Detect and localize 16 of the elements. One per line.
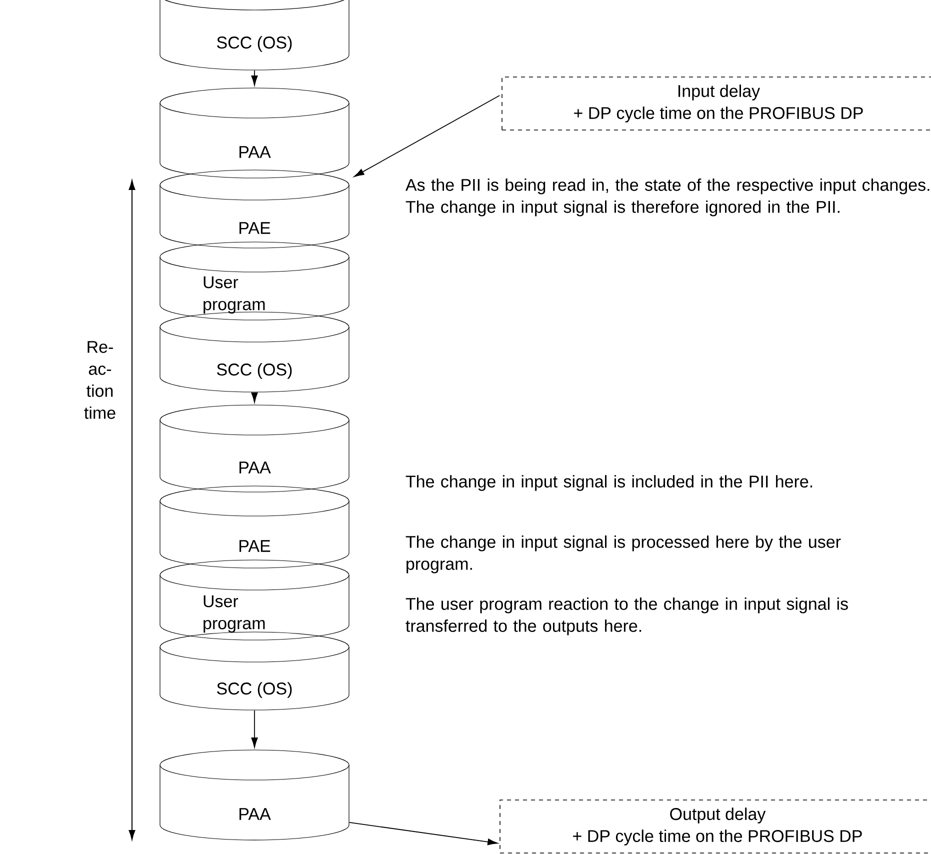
cylinder: PAA [160, 750, 350, 840]
cylinder: User program [160, 242, 350, 320]
note-text: The change in input signal is included in the PII here. [406, 475, 812, 491]
note-text: The change in input signal is processed here by the user program. [406, 535, 841, 574]
cylinder: User program [160, 560, 350, 640]
note-text: As the PII is being read in, the state of the respective input changes. The change in input signal is therefore ignored in the PII. [405, 178, 930, 216]
cylinder: PAA [160, 404, 350, 492]
dashed-box: Input delay + DP cycle time on the PROFIBUS DP [502, 76, 931, 130]
cylinder: PAE [160, 170, 350, 248]
cylinder: PAA [160, 88, 350, 178]
dashed-box: Output delay + DP cycle time on the PROFIBUS DP [500, 800, 931, 854]
cylinder: PAE [160, 486, 350, 568]
cylinder: SCC (OS) [160, 0, 350, 70]
cylinder: SCC (OS) [160, 632, 350, 710]
note-text: Re- ac- tion time [84, 341, 116, 419]
note-text: The user program reaction to the change in input signal is transferred to the outputs here. [406, 597, 848, 636]
